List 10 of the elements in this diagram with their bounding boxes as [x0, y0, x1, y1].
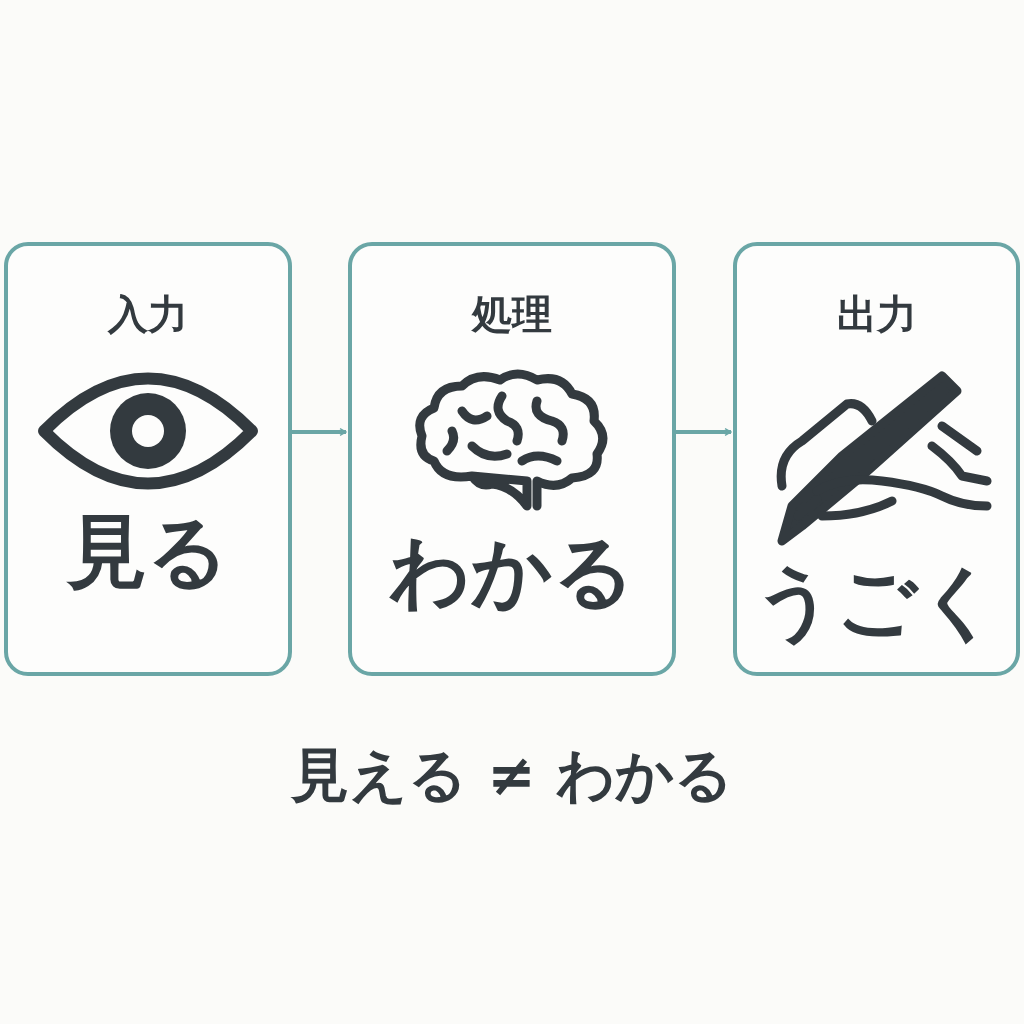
step-word: わかる — [389, 524, 635, 620]
step-word: 見る — [67, 504, 229, 600]
step-heading: 処理 — [472, 290, 552, 339]
step-heading: 出力 — [836, 290, 917, 339]
step-word: うごく — [753, 554, 1000, 650]
step-card — [348, 242, 676, 676]
step-heading: 入力 — [108, 290, 188, 339]
step-card — [4, 242, 292, 676]
step-card — [733, 242, 1020, 676]
summary-text: 見える ≠ わかる — [291, 740, 733, 811]
